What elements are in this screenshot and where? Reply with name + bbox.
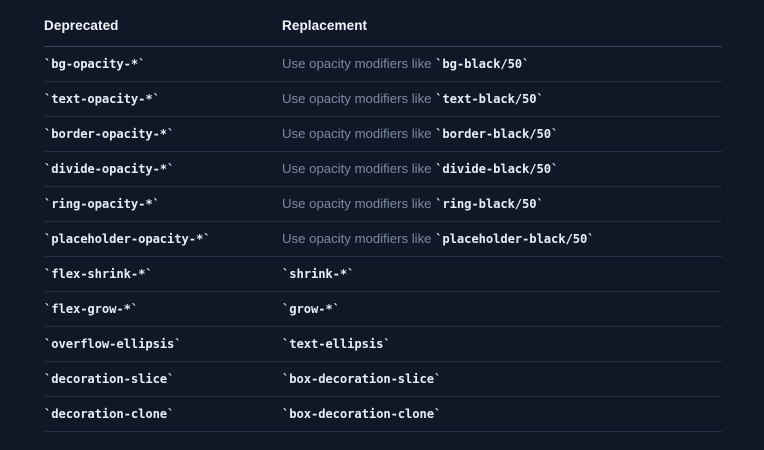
deprecated-cell: `flex-grow-*`: [44, 291, 282, 327]
replacement-utility-code: `ring-black/50`: [435, 197, 544, 211]
column-header-replacement: Replacement: [282, 18, 722, 47]
deprecated-cell: `bg-opacity-*`: [44, 46, 282, 82]
deprecated-utility-code: `decoration-slice`: [44, 372, 175, 386]
table-row: `divide-opacity-*` Use opacity modifiers …: [44, 151, 722, 187]
table-row: `flex-grow-*` `grow-*`: [44, 291, 722, 327]
deprecated-utility-code: `decoration-clone`: [44, 407, 175, 421]
deprecated-utility-code: `text-opacity-*`: [44, 92, 160, 106]
replacement-cell: `box-decoration-clone`: [282, 396, 722, 432]
column-header-deprecated: Deprecated: [44, 18, 282, 47]
replacement-description: Use opacity modifiers like: [282, 231, 436, 246]
deprecated-cell: `placeholder-opacity-*`: [44, 221, 282, 257]
table-row: `flex-shrink-*` `shrink-*`: [44, 256, 722, 292]
replacement-description: Use opacity modifiers like: [282, 91, 436, 106]
deprecated-cell: `overflow-ellipsis`: [44, 326, 282, 362]
deprecated-cell: `flex-shrink-*`: [44, 256, 282, 292]
table-header: Deprecated Replacement: [44, 18, 722, 47]
deprecated-cell: `decoration-clone`: [44, 396, 282, 432]
table-row: `border-opacity-*` Use opacity modifiers …: [44, 116, 722, 152]
deprecated-cell: `decoration-slice`: [44, 361, 282, 397]
deprecated-utility-code: `border-opacity-*`: [44, 127, 175, 141]
deprecated-utility-code: `placeholder-opacity-*`: [44, 232, 211, 246]
table-row: `decoration-clone` `box-decoration-clone`: [44, 396, 722, 432]
replacement-cell: `shrink-*`: [282, 256, 722, 292]
replacement-cell: Use opacity modifiers like `bg-black/50`: [282, 46, 722, 82]
replacement-description: Use opacity modifiers like: [282, 196, 436, 211]
deprecated-cell: `border-opacity-*`: [44, 116, 282, 152]
replacement-cell: Use opacity modifiers like `divide-black…: [282, 151, 722, 187]
deprecated-utility-code: `bg-opacity-*`: [44, 57, 146, 71]
replacement-cell: Use opacity modifiers like `border-black…: [282, 116, 722, 152]
deprecated-cell: `divide-opacity-*`: [44, 151, 282, 187]
table-row: `decoration-slice` `box-decoration-slice`: [44, 361, 722, 397]
table-row: `ring-opacity-*` Use opacity modifiers li…: [44, 186, 722, 222]
table-body: `bg-opacity-*` Use opacity modifiers like…: [44, 46, 722, 432]
replacement-utility-code: `placeholder-black/50`: [435, 232, 595, 246]
replacement-description: Use opacity modifiers like: [282, 56, 436, 71]
replacement-utility-code: `text-black/50`: [435, 92, 544, 106]
replacement-utility-code: `box-decoration-slice`: [282, 372, 442, 386]
table-header-row: Deprecated Replacement: [44, 18, 722, 47]
replacement-cell: `text-ellipsis`: [282, 326, 722, 362]
table-row: `text-opacity-*` Use opacity modifiers li…: [44, 81, 722, 117]
replacement-cell: `box-decoration-slice`: [282, 361, 722, 397]
deprecated-utility-code: `flex-grow-*`: [44, 302, 139, 316]
compatibility-table-container: Deprecated Replacement `bg-opacity-*` Use…: [44, 18, 722, 432]
table-row: `bg-opacity-*` Use opacity modifiers like…: [44, 46, 722, 82]
replacement-description: Use opacity modifiers like: [282, 161, 436, 176]
replacement-cell: `grow-*`: [282, 291, 722, 327]
deprecated-utility-code: `overflow-ellipsis`: [44, 337, 182, 351]
replacement-cell: Use opacity modifiers like `placeholder-…: [282, 221, 722, 257]
replacement-utility-code: `border-black/50`: [435, 127, 559, 141]
table-row: `placeholder-opacity-*` Use opacity modif…: [44, 221, 722, 257]
replacement-cell: Use opacity modifiers like `ring-black/5…: [282, 186, 722, 222]
replacement-utility-code: `shrink-*`: [282, 267, 355, 281]
deprecated-utility-code: `ring-opacity-*`: [44, 197, 160, 211]
deprecated-utility-code: `flex-shrink-*`: [44, 267, 153, 281]
deprecated-cell: `text-opacity-*`: [44, 81, 282, 117]
replacement-utility-code: `divide-black/50`: [435, 162, 559, 176]
replacement-description: Use opacity modifiers like: [282, 126, 436, 141]
table-row: `overflow-ellipsis` `text-ellipsis`: [44, 326, 722, 362]
deprecated-cell: `ring-opacity-*`: [44, 186, 282, 222]
deprecated-replacement-table: Deprecated Replacement `bg-opacity-*` Use…: [44, 18, 722, 432]
replacement-cell: Use opacity modifiers like `text-black/5…: [282, 81, 722, 117]
replacement-utility-code: `bg-black/50`: [435, 57, 530, 71]
replacement-utility-code: `box-decoration-clone`: [282, 407, 442, 421]
replacement-utility-code: `text-ellipsis`: [282, 337, 391, 351]
replacement-utility-code: `grow-*`: [282, 302, 340, 316]
deprecated-utility-code: `divide-opacity-*`: [44, 162, 175, 176]
